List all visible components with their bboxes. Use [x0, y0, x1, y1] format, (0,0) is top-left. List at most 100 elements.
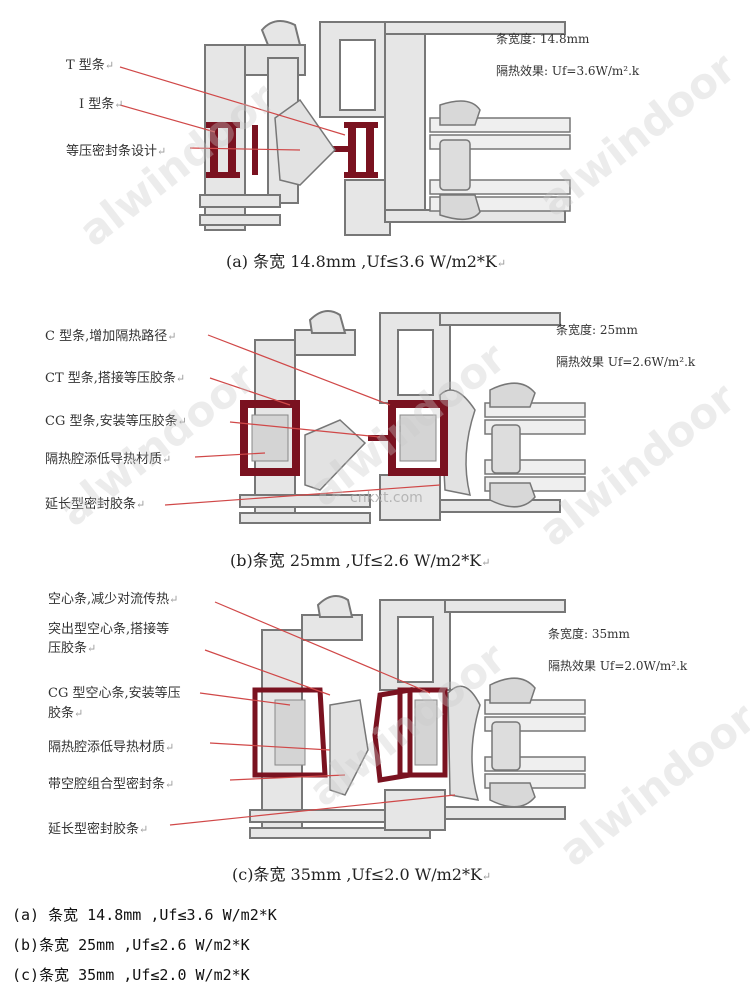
diagram-a	[119, 20, 571, 236]
seal	[260, 20, 302, 46]
sash-profile	[384, 21, 566, 35]
extended-seal	[439, 389, 476, 496]
leader-line	[199, 692, 291, 706]
label-protruding-strip: 突出型空心条,搭接等	[48, 622, 170, 637]
t-strip	[330, 146, 348, 152]
leader-line	[229, 421, 381, 438]
c-strip	[440, 400, 448, 476]
leader-line	[119, 66, 346, 136]
spec-width-c: 条宽度: 35mm	[548, 627, 630, 641]
label-extended-seal: 延长型密封胶条↵	[48, 822, 149, 837]
leader-line	[194, 452, 266, 458]
label-c-strip: C 型条,增加隔热路径↵	[45, 329, 177, 344]
label-cavity-material: 隔热腔添低导热材质↵	[48, 740, 175, 755]
leader-line	[164, 484, 441, 506]
leader-line	[119, 104, 216, 133]
t-strip	[344, 122, 378, 128]
label-cg-strip: CG 型条,安装等压胶条↵	[45, 414, 187, 429]
spec-width-b: 条宽度: 25mm	[556, 323, 638, 337]
sash-profile	[384, 33, 426, 211]
cg-hollow-strip	[252, 687, 328, 778]
frame-profile	[239, 512, 371, 524]
panel-b: C 型条,增加隔热路径↵ CT 型条,搭接等压胶条↵ CG 型条,安装等压胶条↵…	[0, 285, 750, 575]
spec-uf-b: 隔热效果 Uf=2.6W/m².k	[556, 355, 696, 369]
frame-profile	[199, 194, 281, 208]
spec-uf-a: 隔热效果: Uf=3.6W/m².k	[496, 64, 640, 78]
glazing-seal	[489, 382, 536, 408]
spacer	[439, 139, 471, 191]
frame-profile	[301, 614, 363, 641]
seal	[316, 595, 354, 618]
sash-profile	[384, 789, 446, 831]
label-protruding-strip-2: 压胶条↵	[48, 641, 97, 656]
leader-line	[204, 649, 331, 696]
leader-line	[207, 334, 391, 406]
caption-a: (a) 条宽 14.8mm ,Uf≤3.6 W/m2*K↵	[226, 252, 507, 271]
label-i-strip: I 型条↵	[79, 97, 124, 112]
sash-profile	[397, 329, 434, 396]
spacer	[491, 424, 521, 474]
sash-profile	[339, 39, 376, 111]
label-cg-hollow-strip-2: 胶条↵	[48, 706, 84, 721]
leader-line	[209, 742, 331, 751]
cg-strip	[240, 400, 300, 408]
protruding-hollow-strip	[372, 687, 413, 783]
summary-line-a: (a) 条宽 14.8mm ,Uf≤3.6 W/m2*K	[12, 906, 277, 924]
sash-profile	[344, 179, 391, 236]
equal-pressure-seal	[274, 98, 336, 186]
glazing-seal	[489, 782, 536, 808]
pressure-seal	[304, 419, 367, 491]
label-extended-seal: 延长型密封胶条↵	[45, 497, 146, 512]
frame-profile	[199, 214, 281, 226]
i-strip	[206, 172, 240, 178]
cg-strip	[292, 400, 300, 476]
cg-strip	[240, 468, 300, 476]
sash-profile	[439, 312, 561, 326]
cavity-combo-seal	[329, 699, 369, 796]
i-strip	[210, 125, 218, 175]
panel-a: T 型条↵ I 型条↵ 等压密封条设计↵ 条宽度: 14.8mm 隔热效果: U…	[0, 0, 750, 285]
leader-line	[214, 601, 431, 694]
label-combo-seal: 带空腔组合型密封条↵	[48, 777, 175, 792]
spacer	[491, 721, 521, 771]
glazing-seal	[489, 677, 536, 704]
label-t-strip: T 型条↵	[66, 58, 115, 73]
c-strip	[388, 400, 396, 476]
t-strip	[348, 125, 356, 175]
leader-line	[229, 774, 346, 781]
leader-line	[209, 377, 291, 406]
c-strip	[388, 400, 448, 408]
spec-uf-c: 隔热效果 Uf=2.0W/m².k	[548, 659, 688, 673]
i-strip	[228, 125, 236, 175]
leader-line	[189, 147, 301, 151]
label-cavity-material: 隔热腔添低导热材质↵	[45, 452, 172, 467]
summary-line-c: (c)条宽 35mm ,Uf≤2.0 W/m2*K	[12, 966, 250, 984]
i-strip	[252, 125, 258, 175]
spec-width-a: 条宽度: 14.8mm	[496, 32, 590, 46]
glazing-seal	[439, 194, 481, 221]
sash-profile	[444, 806, 566, 820]
diagram-b	[164, 310, 586, 524]
ct-strip	[368, 435, 390, 441]
leader-line	[169, 794, 456, 826]
hollow-strip	[397, 687, 448, 778]
low-conductivity-core	[399, 414, 437, 462]
low-conductivity-core	[274, 699, 306, 766]
t-strip	[366, 125, 374, 175]
caption-c: (c)条宽 35mm ,Uf≤2.0 W/m2*K↵	[232, 865, 492, 884]
label-ct-strip: CT 型条,搭接等压胶条↵	[45, 371, 186, 386]
low-conductivity-core	[251, 414, 289, 462]
label-hollow-strip: 空心条,减少对流传热↵	[48, 592, 179, 607]
watermark-site: cnkxt.com	[350, 490, 423, 506]
panel-c: 空心条,减少对流传热↵ 突出型空心条,搭接等 压胶条↵ CG 型空心条,安装等压…	[0, 575, 750, 895]
summary-line-b: (b)条宽 25mm ,Uf≤2.6 W/m2*K	[12, 936, 250, 954]
diagram-c	[169, 595, 586, 839]
sash-profile	[397, 616, 434, 683]
label-cg-hollow-strip: CG 型空心条,安装等压	[48, 686, 181, 701]
caption-b: (b)条宽 25mm ,Uf≤2.6 W/m2*K↵	[230, 551, 491, 570]
seal	[308, 310, 347, 334]
low-conductivity-core	[414, 699, 438, 766]
extended-seal	[447, 685, 481, 801]
frame-profile	[294, 329, 356, 356]
sash-profile	[444, 599, 566, 613]
